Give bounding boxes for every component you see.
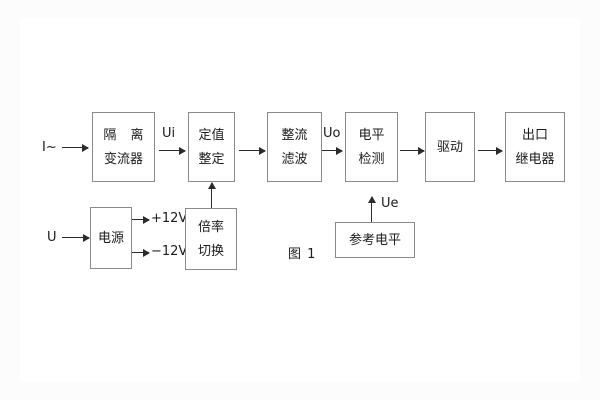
block-level-detection-line1: 电平 — [358, 127, 385, 143]
signal-label-minus12v: −12V — [151, 244, 188, 259]
arrow-power-plus12v — [132, 215, 150, 224]
arrow-isolation-to-setting — [159, 146, 186, 155]
diagram-plate — [20, 18, 580, 382]
block-reference-level[interactable]: 参考电平 — [335, 222, 415, 258]
block-level-detection[interactable]: 电平 检测 — [345, 112, 398, 182]
block-rectify-filter[interactable]: 整流 滤波 — [267, 112, 322, 182]
arrow-reference-to-level — [367, 196, 376, 222]
block-reference-level-line1: 参考电平 — [348, 232, 401, 248]
block-drive[interactable]: 驱动 — [425, 112, 475, 182]
block-ratio-switch[interactable]: 倍率 切换 — [185, 208, 237, 270]
block-setting-value-line1: 定值 — [198, 127, 225, 143]
block-drive-line1: 驱动 — [436, 139, 463, 155]
arrow-level-to-drive — [400, 146, 425, 155]
block-ratio-switch-line2: 切换 — [197, 243, 224, 259]
block-isolation-transformer-line1: 隔 离 — [103, 127, 149, 143]
arrow-rectify-to-level — [322, 146, 343, 155]
block-output-relay[interactable]: 出口 继电器 — [505, 112, 565, 182]
signal-label-ui: Ui — [162, 126, 176, 141]
block-setting-value-line2: 整定 — [198, 151, 225, 167]
arrow-power-minus12v — [132, 248, 150, 257]
block-isolation-transformer[interactable]: 隔 离 变流器 — [92, 112, 155, 182]
input-label-voltage: U — [47, 230, 57, 245]
block-ratio-switch-line1: 倍率 — [197, 219, 224, 235]
block-output-relay-line1: 出口 — [521, 127, 548, 143]
block-rectify-filter-line2: 滤波 — [281, 151, 308, 167]
block-level-detection-line2: 检测 — [358, 151, 385, 167]
block-setting-value[interactable]: 定值 整定 — [188, 112, 235, 182]
block-rectify-filter-line1: 整流 — [281, 127, 308, 143]
signal-label-plus12v: +12V — [151, 211, 188, 226]
block-power-supply-line1: 电源 — [97, 230, 124, 246]
arrow-ratio-switch-to-setting — [207, 182, 216, 208]
arrow-voltage-to-power — [62, 233, 90, 242]
arrow-drive-to-relay — [478, 146, 503, 155]
signal-label-uo: Uo — [323, 126, 341, 141]
signal-label-ue: Ue — [381, 196, 399, 211]
figure-caption: 图 1 — [288, 247, 317, 262]
arrow-setting-to-rectify — [239, 146, 266, 155]
block-isolation-transformer-line2: 变流器 — [103, 151, 143, 167]
block-power-supply[interactable]: 电源 — [90, 207, 132, 269]
arrow-current-to-isolation — [62, 143, 89, 152]
block-output-relay-line2: 继电器 — [515, 151, 555, 167]
input-label-current: I~ — [42, 140, 57, 155]
